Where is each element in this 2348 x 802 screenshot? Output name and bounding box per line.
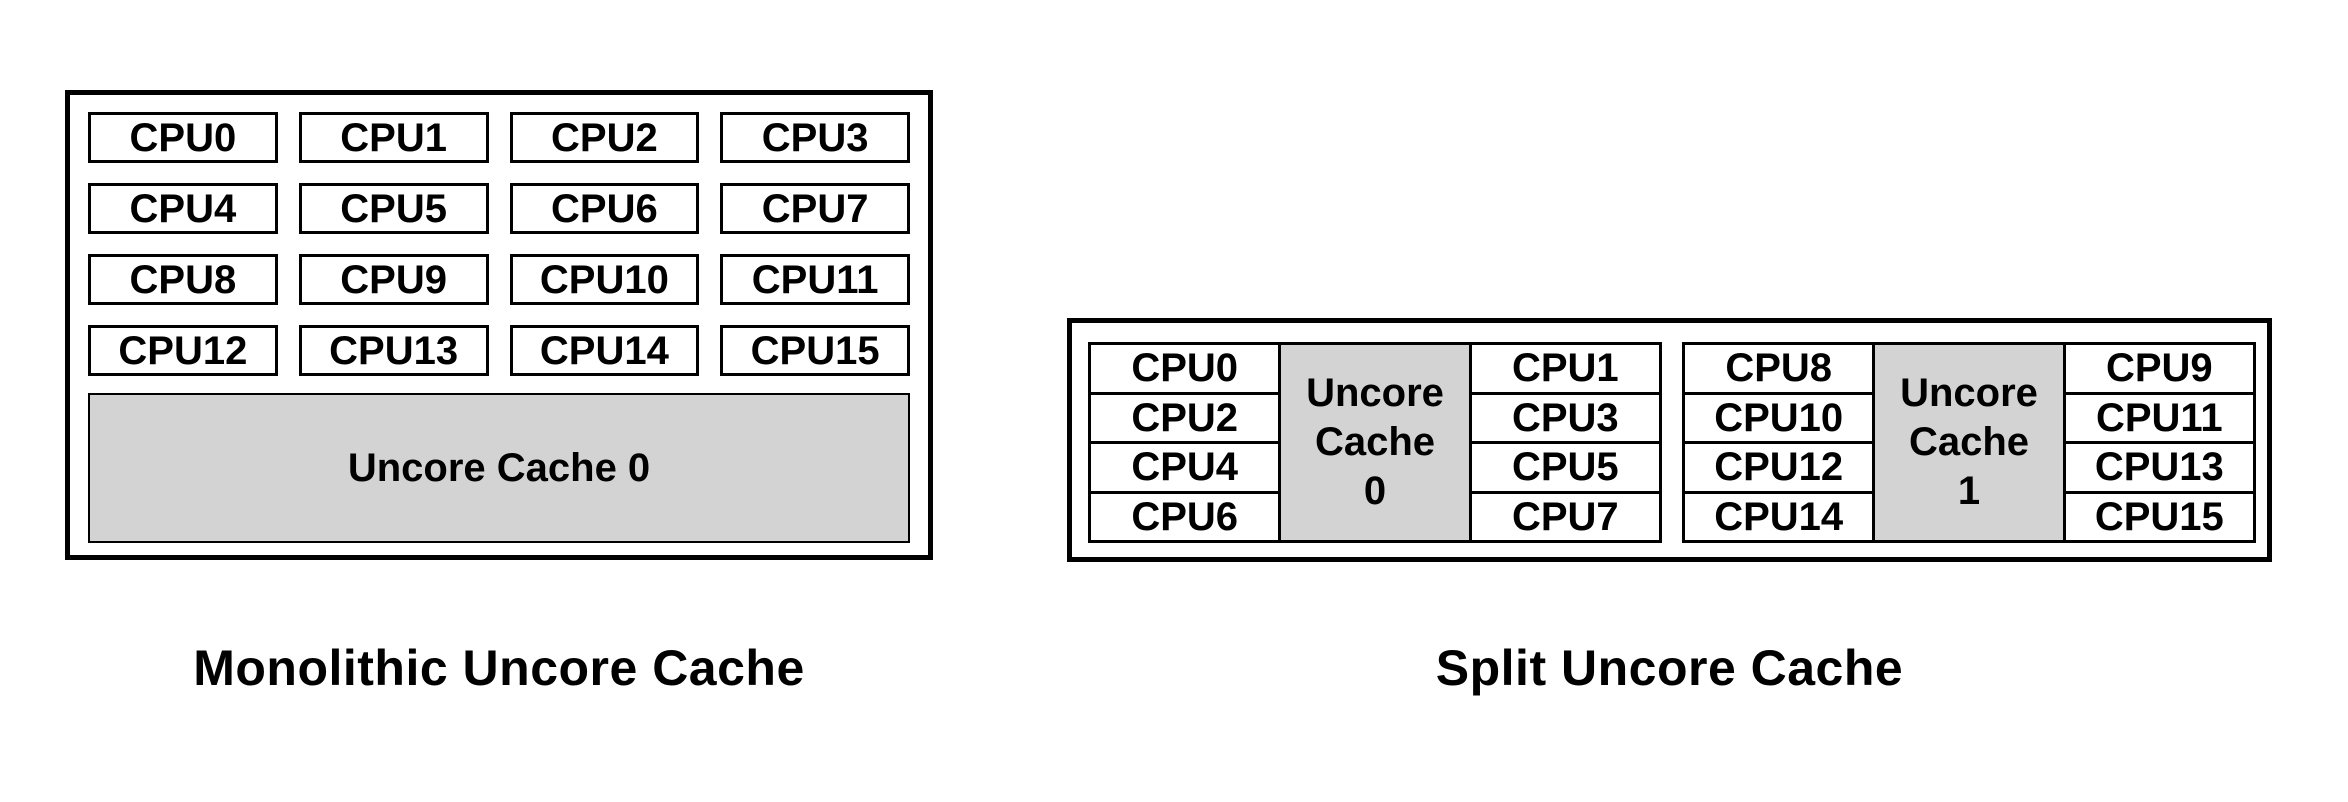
cluster-0-left-cpu-column: CPU0 CPU2 CPU4 CPU6 [1091, 345, 1279, 540]
cpu-cell-9: CPU9 [2065, 345, 2253, 395]
cpu-cell-15: CPU15 [2065, 493, 2253, 540]
split-cluster-0: CPU0 CPU2 CPU4 CPU6 Uncore Cache 0 CPU1 … [1088, 342, 1662, 543]
cpu-box-10: CPU10 [509, 254, 700, 305]
cpu-cell-11: CPU11 [2065, 394, 2253, 444]
cpu-box-5: CPU5 [298, 183, 489, 234]
cpu-cell-13: CPU13 [2065, 444, 2253, 494]
cpu-cell-10: CPU10 [1685, 394, 1873, 444]
cpu-box-6: CPU6 [509, 183, 700, 234]
cpu-box-0: CPU0 [88, 112, 278, 163]
cpu-cell-14: CPU14 [1685, 493, 1873, 540]
cpu-box-12: CPU12 [88, 325, 278, 376]
split-cluster-1: CPU8 CPU10 CPU12 CPU14 Uncore Cache 1 CP… [1682, 342, 2256, 543]
uncore-cache-1-cell: Uncore Cache 1 [1872, 345, 2066, 540]
cpu-box-13: CPU13 [298, 325, 489, 376]
cluster-0-right-cpu-column: CPU1 CPU3 CPU5 CPU7 [1471, 345, 1659, 540]
cpu-box-7: CPU7 [720, 183, 910, 234]
cpu-box-14: CPU14 [509, 325, 700, 376]
cpu-grid: CPU0 CPU1 CPU2 CPU3 CPU4 CPU5 CPU6 CPU7 … [88, 112, 910, 376]
diagram-monolithic: CPU0 CPU1 CPU2 CPU3 CPU4 CPU5 CPU6 CPU7 … [65, 90, 933, 560]
cpu-box-15: CPU15 [720, 325, 910, 376]
cluster-1-left-cpu-column: CPU8 CPU10 CPU12 CPU14 [1685, 345, 1873, 540]
cpu-box-9: CPU9 [298, 254, 489, 305]
cluster-1-right-cpu-column: CPU9 CPU11 CPU13 CPU15 [2065, 345, 2253, 540]
cpu-box-4: CPU4 [88, 183, 278, 234]
caption-split: Split Uncore Cache [1435, 640, 1904, 696]
diagram-split: CPU0 CPU2 CPU4 CPU6 Uncore Cache 0 CPU1 … [1067, 318, 2272, 562]
cpu-cell-1: CPU1 [1471, 345, 1659, 395]
cpu-cell-4: CPU4 [1091, 444, 1279, 494]
cpu-cell-6: CPU6 [1091, 493, 1279, 540]
cpu-cell-8: CPU8 [1685, 345, 1873, 395]
uncore-cache-0-box: Uncore Cache 0 [88, 393, 910, 543]
cpu-box-2: CPU2 [509, 112, 700, 163]
cpu-cell-3: CPU3 [1471, 394, 1659, 444]
cpu-cell-5: CPU5 [1471, 444, 1659, 494]
cpu-cell-0: CPU0 [1091, 345, 1279, 395]
cpu-cell-7: CPU7 [1471, 493, 1659, 540]
uncore-cache-0-cell: Uncore Cache 0 [1278, 345, 1472, 540]
cpu-cell-2: CPU2 [1091, 394, 1279, 444]
cpu-box-8: CPU8 [88, 254, 278, 305]
cpu-box-11: CPU11 [720, 254, 910, 305]
cpu-box-3: CPU3 [720, 112, 910, 163]
caption-monolithic: Monolithic Uncore Cache [193, 640, 805, 696]
cpu-cell-12: CPU12 [1685, 444, 1873, 494]
cpu-box-1: CPU1 [298, 112, 489, 163]
